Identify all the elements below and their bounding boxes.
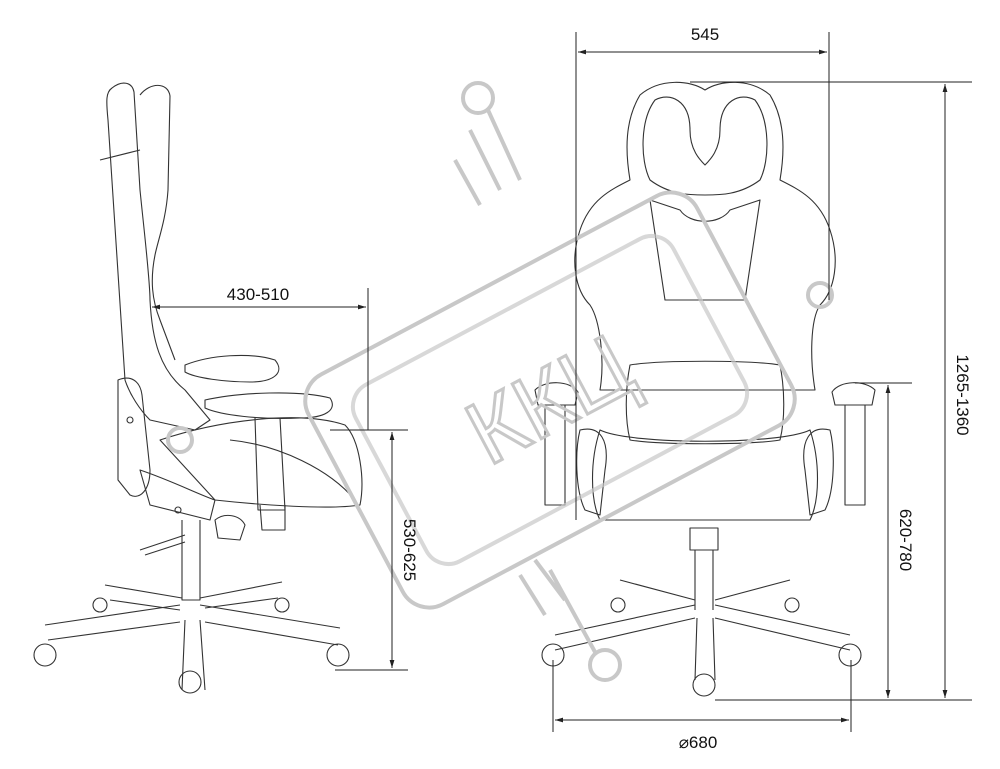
overall-height-label: 1265-1360 [953, 354, 972, 435]
dimension-seat-height: 530-625 [330, 429, 419, 671]
armrest-height-label: 620-780 [896, 509, 915, 571]
dimension-overall-width: 545 [575, 25, 830, 520]
dimension-overall-height: 1265-1360 [690, 81, 972, 701]
overall-width-label: 545 [691, 25, 719, 44]
dimension-seat-depth: 430-510 [152, 285, 369, 430]
dimension-armrest-height: 620-780 [855, 382, 915, 698]
dimension-base-diameter: ⌀680 [552, 660, 852, 752]
base-diameter-label: ⌀680 [679, 733, 718, 752]
seat-height-label: 530-625 [400, 519, 419, 581]
watermark-logo: ККЦ [166, 81, 834, 682]
seat-depth-label: 430-510 [227, 285, 289, 304]
watermark-text: ККЦ [451, 316, 649, 485]
side-view-chair [33, 82, 363, 694]
